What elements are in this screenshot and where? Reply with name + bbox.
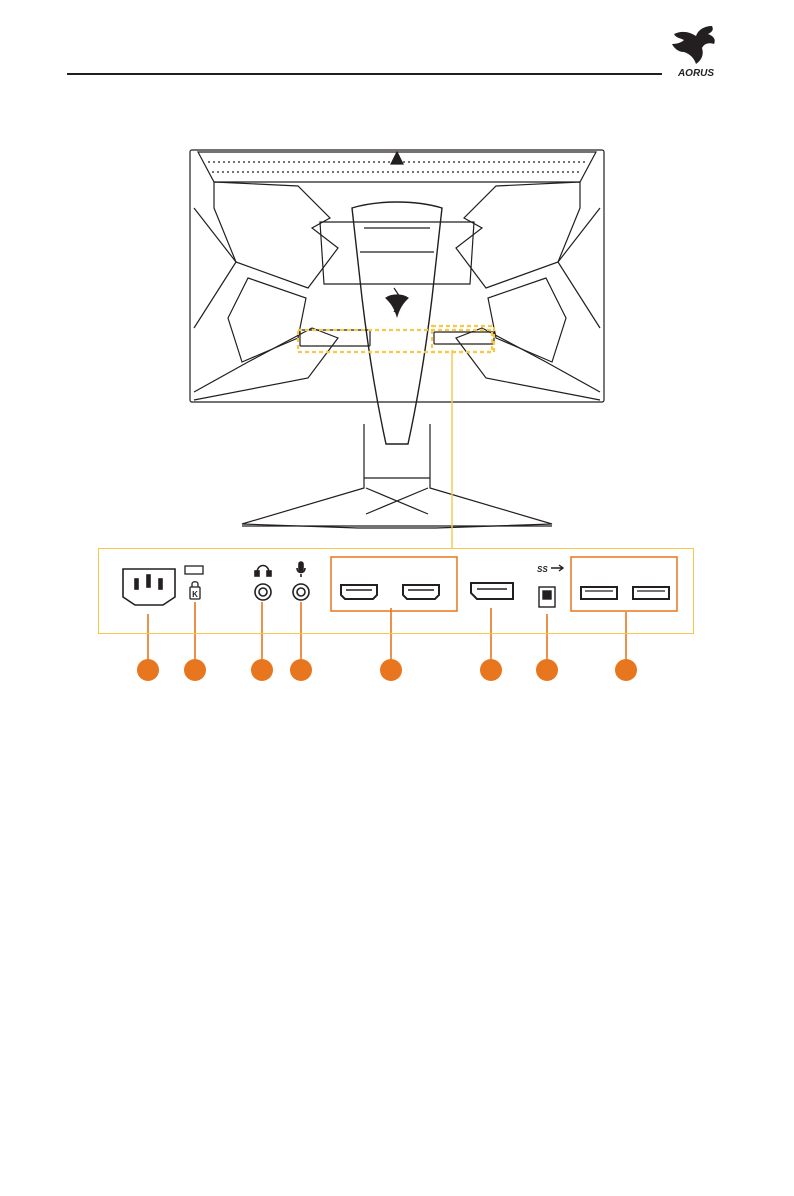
- callout-marker: [290, 659, 312, 681]
- aorus-wordmark: AORUS: [677, 68, 714, 79]
- hdmi-port-icon: [403, 585, 439, 599]
- microphone-jack-icon: [293, 562, 309, 600]
- usb-downstream-port-icon: [633, 587, 669, 599]
- usb-ss-label: SS: [537, 565, 548, 574]
- callout-marker: [615, 659, 637, 681]
- headphone-jack-icon: [255, 566, 271, 601]
- displayport-icon: [471, 583, 513, 599]
- kensington-label: K: [192, 590, 198, 599]
- callout-marker: [184, 659, 206, 681]
- port-panel-art: K: [99, 549, 695, 635]
- kensington-lock-icon: K: [185, 566, 203, 599]
- aorus-logo-icon: AORUS: [668, 20, 724, 80]
- hdmi-port-icon: [341, 585, 377, 599]
- callout-marker: [380, 659, 402, 681]
- usb-downstream-port-icon: [581, 587, 617, 599]
- monitor-rear-view-icon: [188, 148, 606, 533]
- port-panel: K: [98, 548, 694, 634]
- aorus-eagle-logo-icon: [672, 26, 715, 64]
- callout-marker: [480, 659, 502, 681]
- header-rule: [67, 73, 662, 75]
- callout-marker: [251, 659, 273, 681]
- ac-power-inlet-icon: [123, 569, 175, 605]
- callout-marker: [536, 659, 558, 681]
- callout-marker: [137, 659, 159, 681]
- usb-upstream-port-icon: SS: [537, 565, 563, 607]
